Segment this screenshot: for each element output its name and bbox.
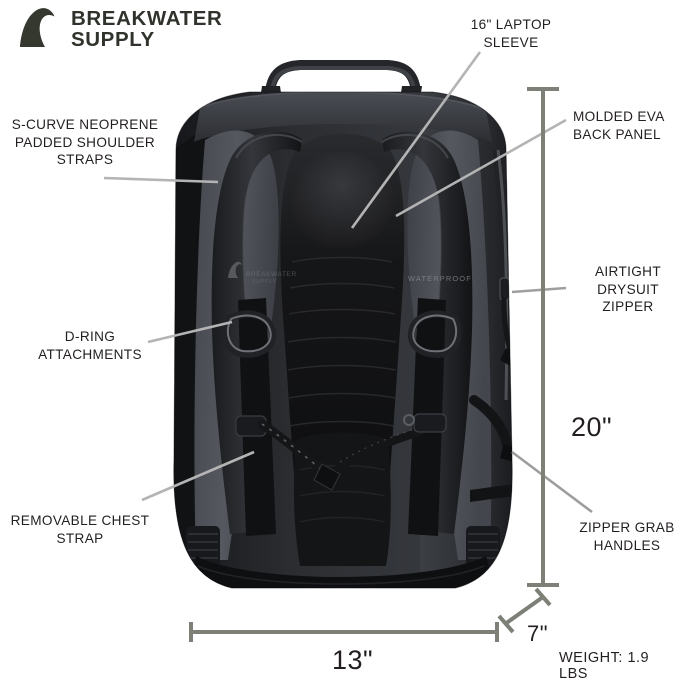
callout-d-ring: D-RING ATTACHMENTS — [38, 329, 142, 362]
callout-chest-strap: REMOVABLE CHEST STRAP — [10, 513, 150, 546]
brand-logo: BREAKWATER SUPPLY — [18, 6, 222, 50]
bag-base — [190, 556, 494, 588]
side-strap-right — [470, 482, 513, 502]
dimension-label-height: 20" — [571, 412, 613, 442]
zipper-grab-handle — [469, 395, 513, 462]
svg-text:SUPPLY: SUPPLY — [252, 279, 277, 285]
brand-line-2: SUPPLY — [71, 28, 155, 51]
callout-laptop-sleeve: 16" LAPTOP SLEEVE — [470, 17, 552, 50]
brand-wordmark: BREAKWATER SUPPLY — [71, 6, 222, 50]
d-ring-right — [407, 310, 462, 358]
bag-body: BREAKWATER SUPPLY WATERPROOF — [173, 91, 513, 589]
wave-icon — [20, 8, 55, 47]
bottom-buckles — [186, 526, 500, 566]
callout-drysuit-zipper: AIRTIGHT DRYSUIT ZIPPER — [595, 264, 661, 314]
dimension-label-depth: 7" — [527, 621, 549, 646]
callout-shoulder-straps: S-CURVE NEOPRENE PADDED SHOULDER STRAPS — [11, 117, 159, 167]
callout-zipper-handles: ZIPPER GRAB HANDLES — [579, 520, 675, 553]
waterproof-badge: WATERPROOF — [408, 274, 472, 283]
strap-logo: BREAKWATER SUPPLY — [228, 261, 297, 285]
chest-strap — [235, 413, 447, 491]
carry-handle — [265, 60, 421, 97]
callout-back-panel: MOLDED EVA BACK PANEL — [573, 109, 665, 142]
brand-line-1: BREAKWATER — [71, 7, 223, 30]
svg-text:BREAKWATER: BREAKWATER — [246, 271, 297, 278]
dimension-label-width: 13" — [332, 645, 374, 675]
weight-label: WEIGHT: 1.9 LBS — [559, 650, 650, 682]
